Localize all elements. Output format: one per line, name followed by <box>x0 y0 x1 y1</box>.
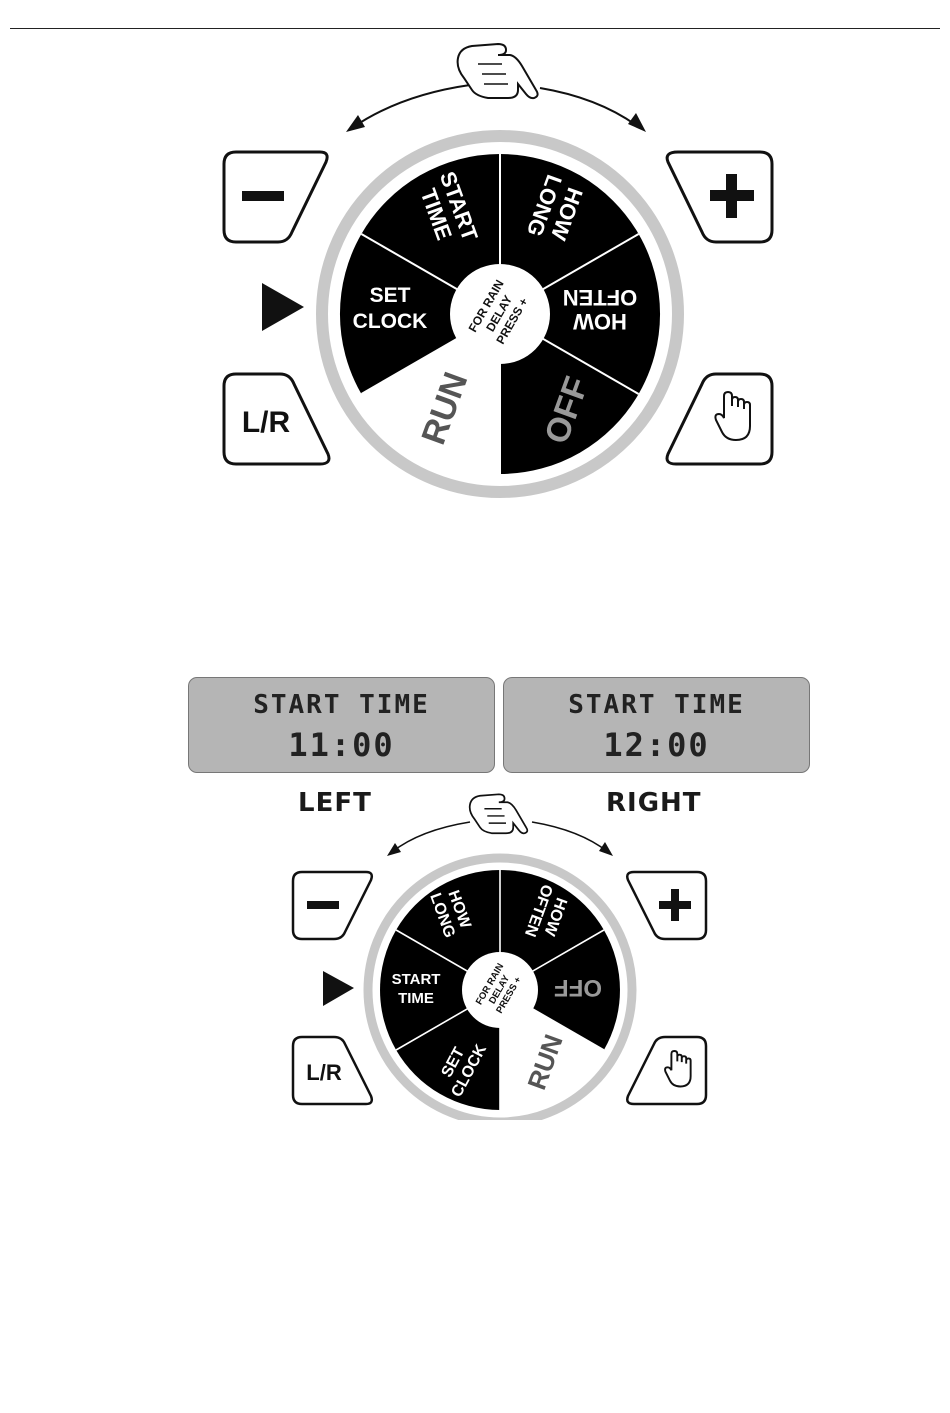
label-start: START <box>392 971 441 988</box>
top-dial[interactable]: START TIME HOW LONG HOW OFTEN OFF RUN SE… <box>322 136 678 492</box>
lcd-display-right: START TIME 12:00 <box>503 677 810 773</box>
pointing-hand-icon <box>470 794 528 833</box>
rotate-left-arrow <box>352 85 470 128</box>
rotate-right-arrow <box>532 822 608 852</box>
label-clock: CLOCK <box>353 310 428 333</box>
rotate-left-arrowhead <box>387 843 401 856</box>
rotate-left-arrow <box>392 822 470 852</box>
bottom-dial-diagram: L/R HOW LONG HOW OFTEN OFF RUN <box>0 780 950 1120</box>
label-set: SET <box>370 284 411 307</box>
plus-button[interactable] <box>627 872 706 939</box>
lr-button[interactable]: L/R <box>224 374 329 464</box>
lcd-left-time: 11:00 <box>189 726 494 764</box>
selector-pointer-arrow <box>262 283 304 331</box>
plus-button[interactable] <box>667 152 772 242</box>
label-off: OFF <box>554 974 602 1001</box>
rotate-right-arrowhead <box>628 113 646 132</box>
lcd-right-time: 12:00 <box>504 726 809 764</box>
manual-button[interactable] <box>667 374 772 464</box>
minus-button[interactable] <box>293 872 372 939</box>
lcd-left-line1: START TIME <box>189 690 494 720</box>
label-time: TIME <box>398 990 434 1007</box>
minus-button[interactable] <box>224 152 327 242</box>
lr-button-label: L/R <box>306 1060 342 1085</box>
pointing-hand-icon <box>458 44 538 98</box>
selector-pointer-arrow <box>323 971 354 1006</box>
lr-button-label: L/R <box>242 406 291 439</box>
label-how: HOW <box>573 309 627 334</box>
manual-button[interactable] <box>627 1037 706 1104</box>
lcd-right-line1: START TIME <box>504 690 809 720</box>
top-dial-diagram: L/R START TIME HOW LONG HOW <box>0 0 950 520</box>
bottom-dial[interactable]: HOW LONG HOW OFTEN OFF RUN SET CLOCK STA… <box>368 858 632 1120</box>
rotate-left-arrowhead <box>346 115 365 132</box>
lr-button[interactable]: L/R <box>293 1037 372 1104</box>
lcd-display-left: START TIME 11:00 <box>188 677 495 773</box>
rotate-right-arrowhead <box>599 842 613 856</box>
rotate-right-arrow <box>540 88 640 128</box>
label-often: OFTEN <box>563 285 638 310</box>
